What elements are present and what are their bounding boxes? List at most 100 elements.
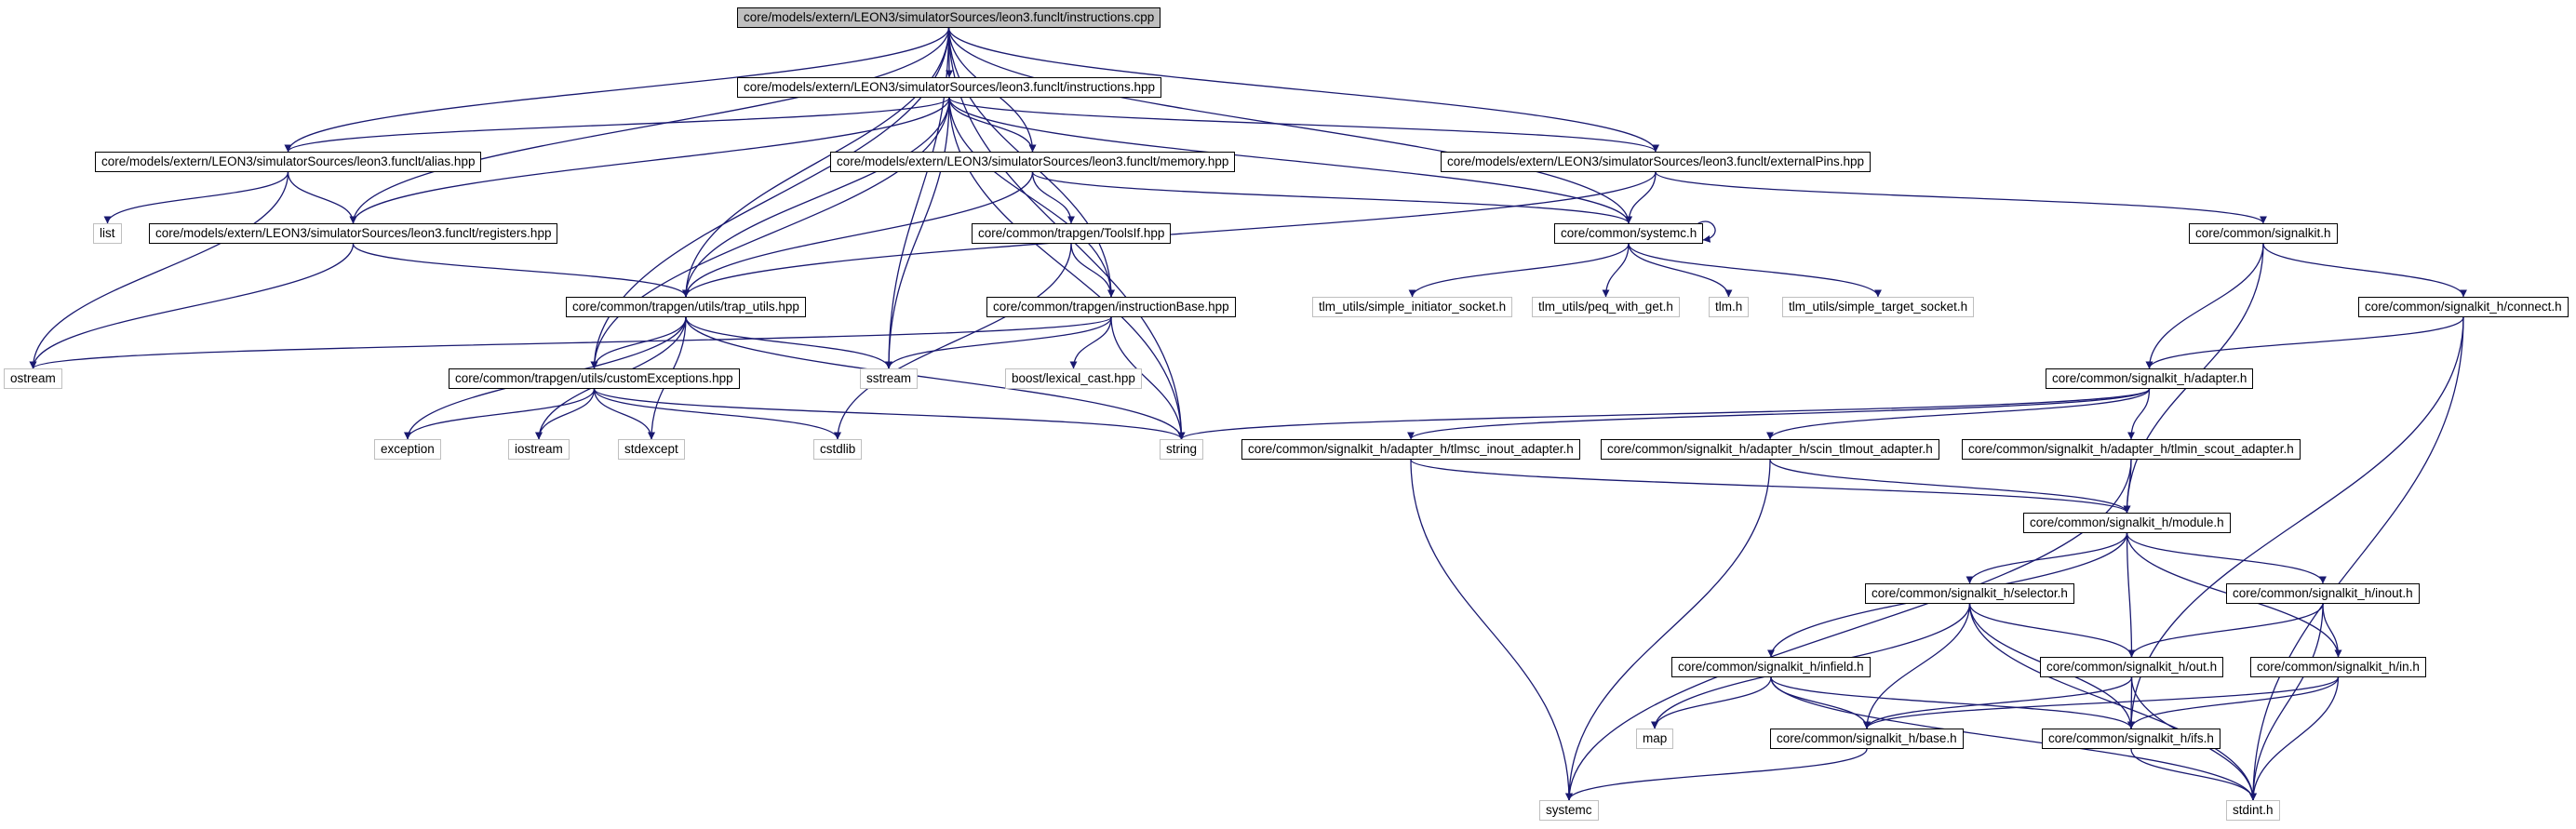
node-out-h[interactable]: core/common/signalkit_h/out.h (2040, 657, 2224, 677)
edge-trap_utils_hpp-to-sstream (685, 316, 892, 369)
dependency-edges (29, 27, 2467, 801)
node-tlmin-scout-adapter-h[interactable]: core/common/signalkit_h/adapter_h/tlmin_… (1962, 439, 2301, 460)
edge-instructions_hpp-to-registers_hpp (349, 97, 950, 224)
edge-in_h-to-ifs_h (2127, 676, 2340, 729)
node-toolsif-hpp[interactable]: core/common/trapgen/ToolsIf.hpp (972, 223, 1172, 244)
node-tlmsc-inout-adapter-h[interactable]: core/common/signalkit_h/adapter_h/tlmsc_… (1241, 439, 1580, 460)
node-customexceptions-hpp[interactable]: core/common/trapgen/utils/customExceptio… (449, 368, 740, 389)
edge-infield_h-to-base_h (1770, 676, 1871, 729)
node-tlm-h[interactable]: tlm.h (1709, 297, 1750, 317)
node-instructions-hpp[interactable]: core/models/extern/LEON3/simulatorSource… (737, 77, 1161, 98)
edge-registers_hpp-to-trap_utils_hpp (352, 243, 690, 298)
node-boost-lexical-cast[interactable]: boost/lexical_cast.hpp (1005, 368, 1142, 389)
node-adapter-h[interactable]: core/common/signalkit_h/adapter.h (2046, 368, 2254, 389)
node-cstdlib[interactable]: cstdlib (813, 439, 863, 460)
edge-instructionbase_hpp-to-lexical_cast (1069, 316, 1112, 369)
edge-tlmsc_inout_adapter-to-systemc (1410, 459, 1573, 801)
node-selector-h[interactable]: core/common/signalkit_h/selector.h (1865, 583, 2074, 604)
edge-adapter_h-to-tlmin_scout_adapter (2127, 388, 2151, 440)
node-ifs-h[interactable]: core/common/signalkit_h/ifs.h (2042, 729, 2220, 749)
edge-infield_h-to-ifs_h (1770, 676, 2135, 729)
node-stdexcept[interactable]: stdexcept (618, 439, 685, 460)
edge-customexceptions_hpp-to-stdexcept (593, 388, 655, 440)
edge-instructions_hpp-to-sstream (885, 97, 950, 369)
edge-trap_utils_hpp-to-customexceptions_hpp (590, 316, 687, 369)
edge-inout_h-to-out_h (2127, 603, 2324, 658)
edge-selector_h-to-base_h (1863, 603, 1971, 729)
edge-scin_tlmout_adapter-to-module_h (1769, 459, 2131, 514)
edge-systemc_h-to-tlm_h (1628, 243, 1733, 298)
node-map[interactable]: map (1636, 729, 1674, 749)
edge-adapter_h-to-scin_tlmout_adapter (1766, 388, 2151, 440)
edge-in_h-to-stdint_h (2249, 676, 2340, 801)
edge-alias_hpp-to-list (103, 171, 289, 224)
edge-signalkit_h-to-adapter_h (2145, 243, 2264, 369)
node-in-h[interactable]: core/common/signalkit_h/in.h (2250, 657, 2426, 677)
edge-customexceptions_hpp-to-cstdlib (593, 388, 841, 440)
edge-adapter_h-to-tlmsc_inout_adapter (1407, 388, 2151, 440)
node-iostream[interactable]: iostream (508, 439, 570, 460)
edge-registers_hpp-to-ostream (29, 243, 355, 369)
edge-module_h-to-out_h (2126, 532, 2136, 658)
edge-externalpins_hpp-to-systemc_h (1625, 171, 1657, 224)
node-ostream[interactable]: ostream (4, 368, 62, 389)
node-memory-hpp[interactable]: core/models/extern/LEON3/simulatorSource… (830, 152, 1236, 172)
node-exception[interactable]: exception (374, 439, 441, 460)
node-root-instructions-cpp[interactable]: core/models/extern/LEON3/simulatorSource… (737, 7, 1161, 28)
node-string[interactable]: string (1160, 439, 1204, 460)
edge-instructions_hpp-to-instructionbase_hpp (948, 97, 1115, 298)
edge-tlmsc_inout_adapter-to-module_h (1410, 459, 2131, 514)
edge-systemc_h-self-loop (1693, 221, 1716, 243)
edge-module_h-to-selector_h (1966, 532, 2128, 584)
node-externalpins-hpp[interactable]: core/models/extern/LEON3/simulatorSource… (1441, 152, 1871, 172)
edge-instructions_hpp-to-systemc_h (948, 97, 1632, 224)
edge-instructionbase_hpp-to-sstream (885, 316, 1112, 369)
edge-out_h-to-ifs_h (2127, 676, 2136, 729)
edge-memory_hpp-to-trap_utils_hpp (682, 171, 1034, 298)
node-registers-hpp[interactable]: core/models/extern/LEON3/simulatorSource… (149, 223, 558, 244)
edge-instructions_hpp-to-externalpins_hpp (948, 97, 1659, 153)
edge-customexceptions_hpp-to-exception (404, 388, 596, 440)
node-signalkit-h[interactable]: core/common/signalkit.h (2189, 223, 2338, 244)
edge-systemc_h-to-simple_target_socket (1628, 243, 1882, 298)
node-systemc-h[interactable]: core/common/systemc.h (1554, 223, 1704, 244)
node-base-h[interactable]: core/common/signalkit_h/base.h (1770, 729, 1964, 749)
edge-systemc_h-to-peq_with_get (1602, 243, 1630, 298)
node-tlm-utils-peq-with-get[interactable]: tlm_utils/peq_with_get.h (1532, 297, 1680, 317)
node-infield-h[interactable]: core/common/signalkit_h/infield.h (1671, 657, 1871, 677)
edge-instructionbase_hpp-to-string (1110, 316, 1186, 440)
edge-root-to-trap_utils_hpp (682, 27, 950, 298)
edge-instructions_hpp-to-customexceptions_hpp (590, 97, 950, 369)
edge-inout_h-to-stdint_h (2249, 603, 2324, 801)
edge-instructions_hpp-to-trap_utils_hpp (682, 97, 950, 298)
edge-externalpins_hpp-to-signalkit_h (1655, 171, 2267, 224)
edge-out_h-to-base_h (1863, 676, 2133, 729)
node-tlm-utils-simple-initiator-socket[interactable]: tlm_utils/simple_initiator_socket.h (1312, 297, 1513, 317)
edge-root-to-alias_hpp (284, 27, 950, 153)
node-systemc[interactable]: systemc (1539, 800, 1599, 821)
node-instructionbase-hpp[interactable]: core/common/trapgen/instructionBase.hpp (986, 297, 1236, 317)
edge-base_h-to-systemc (1565, 748, 1868, 801)
node-connect-h[interactable]: core/common/signalkit_h/connect.h (2358, 297, 2569, 317)
edge-instructions_hpp-to-alias_hpp (284, 97, 950, 153)
edge-signalkit_h-to-connect_h (2262, 243, 2467, 298)
node-scin-tlmout-adapter-h[interactable]: core/common/signalkit_h/adapter_h/scin_t… (1601, 439, 1939, 460)
edge-connect_h-to-adapter_h (2145, 316, 2464, 369)
node-stdint-h[interactable]: stdint.h (2226, 800, 2280, 821)
edge-root-to-externalpins_hpp (947, 27, 1659, 153)
node-alias-hpp[interactable]: core/models/extern/LEON3/simulatorSource… (95, 152, 482, 172)
node-trap-utils-hpp[interactable]: core/common/trapgen/utils/trap_utils.hpp (566, 297, 806, 317)
edge-connect_h-to-stdint_h (2249, 316, 2464, 801)
edge-instructions_hpp-to-memory_hpp (948, 97, 1037, 153)
node-inout-h[interactable]: core/common/signalkit_h/inout.h (2226, 583, 2420, 604)
node-module-h[interactable]: core/common/signalkit_h/module.h (2023, 513, 2231, 533)
edge-scin_tlmout_adapter-to-systemc (1565, 459, 1771, 801)
node-tlm-utils-simple-target-socket[interactable]: tlm_utils/simple_target_socket.h (1782, 297, 1975, 317)
node-list[interactable]: list (93, 223, 122, 244)
edge-infield_h-to-stdint_h (1770, 676, 2257, 801)
edge-customexceptions_hpp-to-iostream (535, 388, 596, 440)
edge-root-to-systemc_h (947, 27, 1632, 224)
edge-module_h-to-inout_h (2126, 532, 2327, 584)
node-sstream[interactable]: sstream (860, 368, 919, 389)
